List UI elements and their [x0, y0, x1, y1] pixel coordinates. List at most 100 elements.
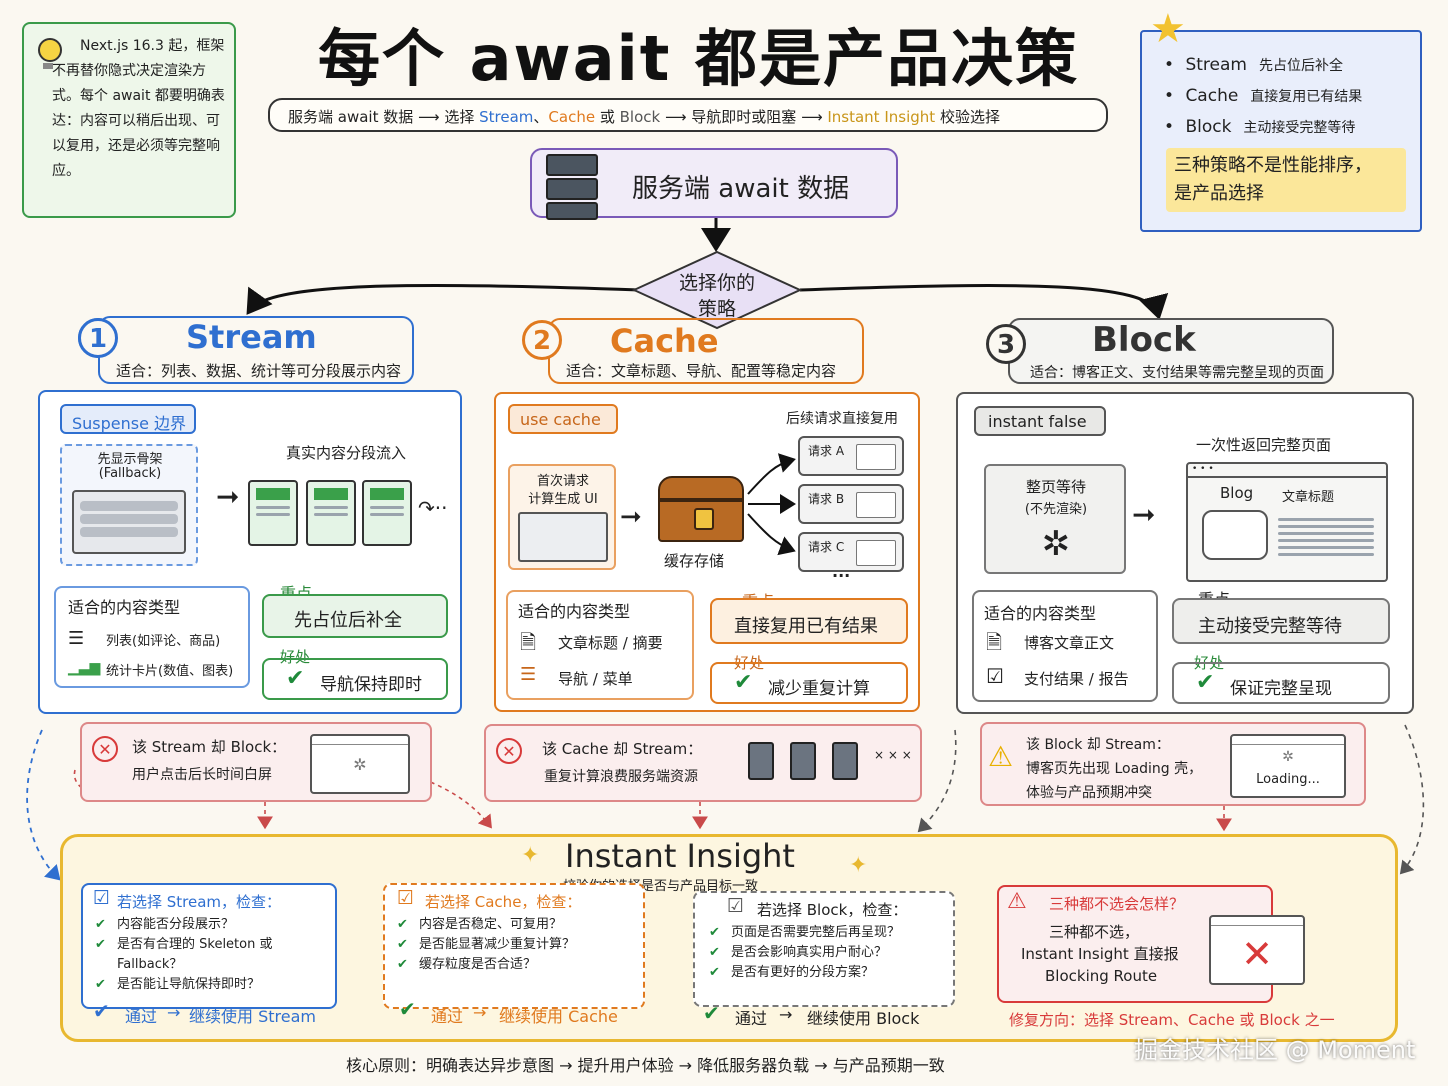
decision-diamond: 选择你的 策略 — [631, 250, 803, 330]
decision-line: 选择你的 — [678, 272, 755, 294]
stream-key-box: 先占位后补全 — [262, 594, 448, 638]
flow-block: Block — [619, 108, 661, 126]
stream-panel: Suspense 边界 先显示骨架 (Fallback) ➞ 真实内容分段流入 … — [38, 390, 462, 714]
pass-next: 继续使用 Block — [807, 1009, 920, 1028]
watermark: 掘金技术社区 @ Moment — [1134, 1036, 1416, 1064]
block-panel: instant false 一次性返回完整页面 整页等待 (不先渲染) ✲ ➞ … — [956, 392, 1414, 714]
blocked-window-icon: ✕ — [1209, 915, 1305, 985]
checkbox-icon: ☑ — [727, 895, 745, 917]
stream-title: Stream — [186, 318, 317, 356]
flow-stream: Stream — [479, 108, 534, 126]
core-principle: 核心原则：明确表达异步意图 → 提升用户体验 → 降低服务器负载 → 与产品预期… — [346, 1056, 945, 1075]
cache-antipattern: ✕ 该 Cache 却 Stream： 重复计算浪费服务端资源 × × × — [484, 724, 922, 802]
request-card: 请求 B — [798, 484, 904, 524]
blank-window-icon: ✲ — [310, 734, 410, 794]
stream-types-box: 适合的内容类型 ☰ 列表(如评论、商品) ▁▃▆ 统计卡片(数值、图表) — [54, 586, 250, 688]
more-icon: ↷·· — [418, 496, 448, 520]
first-request-box: 首次请求 计算生成 UI — [508, 464, 616, 570]
flow-or: 或 — [599, 108, 615, 126]
cache-tag: use cache — [508, 404, 618, 434]
check-card-cache: ☑ 若选择 Cache，检查： 内容是否稳定、可复用？ 是否能显著减少重复计算？… — [383, 883, 645, 1009]
check-icon: ✔ — [286, 666, 305, 691]
request-label: 请求 A — [808, 444, 845, 458]
check-icon: ✔ — [734, 670, 753, 695]
block-title: Block — [1092, 320, 1196, 360]
arrow-right-icon: → — [779, 1005, 793, 1024]
check-title: 若选择 Stream，检查： — [117, 893, 282, 911]
server-label: 服务端 await 数据 — [632, 174, 850, 204]
key-text: 先占位后补全 — [294, 610, 402, 631]
error-icon: ✕ — [92, 736, 118, 762]
pass-label: 通过 — [125, 1007, 158, 1026]
doc-icon — [856, 492, 896, 518]
block-tag: instant false — [974, 406, 1106, 436]
pass-label: 通过 — [431, 1007, 464, 1026]
note-item-name: Stream — [1185, 55, 1247, 75]
check-item: 是否有更好的分段方案？ — [709, 963, 953, 983]
wait-line: (不先渲染) — [1024, 502, 1088, 517]
pass-label: 通过 — [735, 1009, 768, 1028]
fallback-box: 先显示骨架 (Fallback) — [60, 444, 198, 566]
check-title: 三种都不选会怎样？ — [1049, 895, 1185, 913]
highlight-line: 是产品选择 — [1174, 183, 1264, 204]
note-left-text: Next.js 16.3 起，框架不再替你隐式决定渲染方式。每个 await 都… — [52, 38, 225, 179]
full-wait-box: 整页等待 (不先渲染) ✲ — [984, 464, 1126, 574]
window-dots-icon: • • • — [1188, 464, 1386, 478]
arrow-right-icon: ➞ — [1132, 498, 1156, 531]
complete-page-icon: • • • Blog 文章标题 — [1186, 462, 1388, 582]
request-label: 请求 C — [808, 540, 845, 554]
none-line: Blocking Route — [1045, 967, 1158, 985]
warning-icon: ⚠ — [1007, 889, 1027, 914]
fanout-arrows — [747, 453, 796, 556]
note-left: Next.js 16.3 起，框架不再替你隐式决定渲染方式。每个 await 都… — [22, 22, 236, 218]
ui-mockup-icon — [518, 512, 608, 562]
menu-icon: ☰ — [520, 664, 537, 685]
check-icon: ✔ — [1196, 670, 1215, 695]
antipattern-desc: 体验与产品预期冲突 — [1026, 785, 1152, 801]
stream-antipattern: ✕ 该 Stream 却 Block： 用户点击后长时间白屏 ✲ — [80, 722, 432, 802]
arrow-right-icon: ⟶ — [418, 108, 445, 126]
bar-chart-icon: ▁▃▆ — [68, 660, 101, 676]
text-lines-icon — [1278, 514, 1374, 560]
flow-bar: 服务端 await 数据 ⟶ 选择 Stream、Cache 或 Block ⟶… — [268, 98, 1108, 132]
stream-number: 1 — [88, 324, 108, 354]
image-icon — [1202, 510, 1268, 560]
highlight-line: 三种策略不是性能排序， — [1174, 155, 1372, 176]
arrow-right-icon: ⟶ — [801, 108, 828, 126]
arrow-right-icon: → — [167, 1003, 181, 1022]
fallback-line: (Fallback) — [98, 466, 162, 481]
first-line: 计算生成 UI — [528, 492, 598, 507]
note-item-name: Cache — [1185, 86, 1239, 106]
stream-tag-text: Suspense 边界 — [72, 414, 187, 433]
cache-panel: use cache 后续请求直接复用 首次请求 计算生成 UI ➞ 缓存存储 请… — [494, 392, 920, 712]
note-item-desc: 主动接受完整等待 — [1243, 120, 1356, 136]
pass-check-icon: ✔ — [399, 997, 416, 1021]
server-icon — [546, 154, 598, 220]
warning-icon: ⚠ — [988, 740, 1014, 773]
note-item-name: Block — [1185, 117, 1232, 137]
article-title: 文章标题 — [1282, 490, 1335, 505]
check-item: 内容能否分段展示？ — [95, 915, 333, 935]
check-title: 若选择 Block，检查： — [757, 901, 908, 919]
block-header — [1008, 318, 1334, 384]
pass-check-icon: ✔ — [703, 1001, 720, 1025]
type-item: 导航 / 菜单 — [558, 670, 633, 688]
skeleton-icon — [72, 490, 186, 554]
lightbulb-icon — [36, 38, 62, 69]
type-item: 统计卡片(数值、图表) — [106, 664, 234, 679]
block-number: 3 — [996, 330, 1016, 360]
note-right-highlight: 三种策略不是性能排序， 是产品选择 — [1166, 148, 1406, 212]
types-title: 适合的内容类型 — [984, 604, 1097, 623]
loading-window-icon: ✲ Loading... — [1230, 734, 1346, 798]
flow-cache: Cache — [548, 108, 596, 126]
fix-direction: 修复方向：选择 Stream、Cache 或 Block 之一 — [1009, 1011, 1335, 1029]
block-number-badge: 3 — [986, 324, 1026, 364]
block-benefit-box: ✔ 保证完整呈现 — [1172, 662, 1390, 704]
cache-tag-text: use cache — [520, 410, 601, 429]
check-item: 是否有合理的 Skeleton 或 Fallback？ — [95, 935, 333, 975]
list-icon: ☰ — [68, 628, 85, 649]
server-icon — [748, 742, 774, 780]
checkbox-icon: ☑ — [397, 887, 415, 909]
